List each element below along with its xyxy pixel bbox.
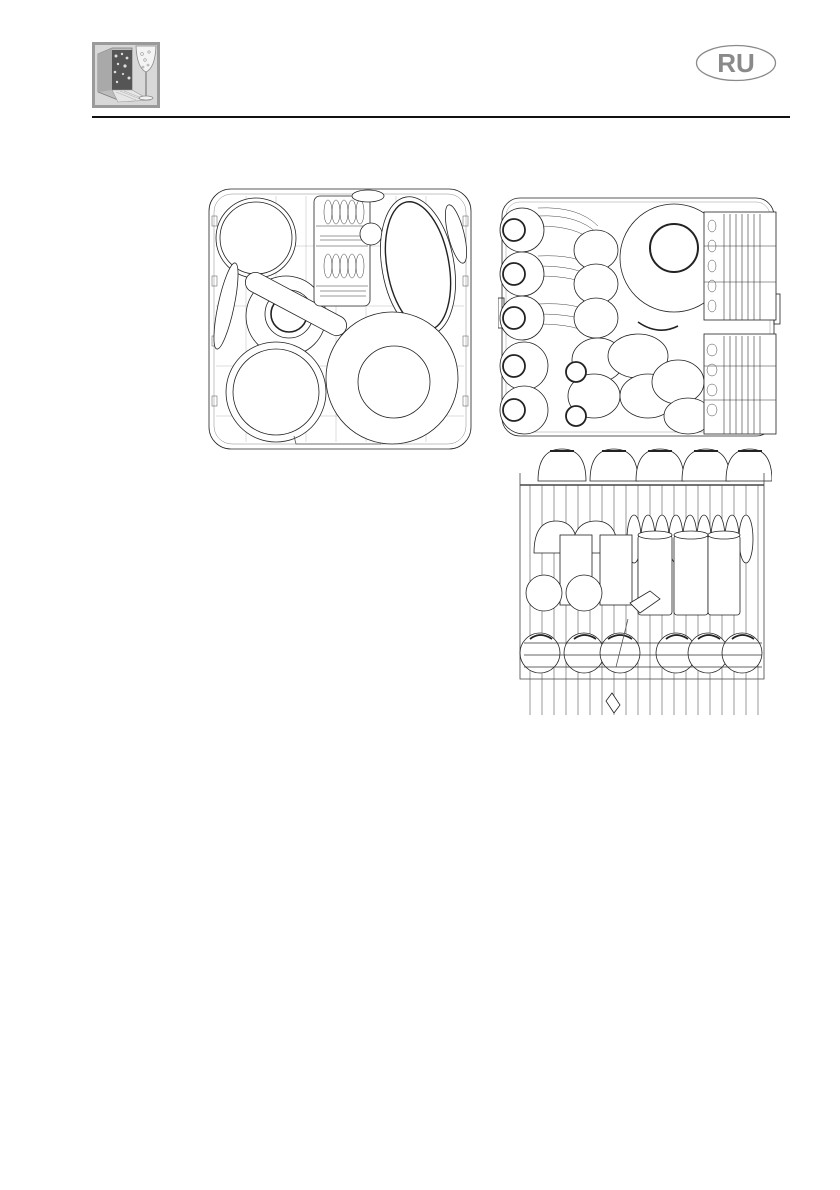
lower-basket-top-view-illustration [206, 186, 474, 452]
upper-basket-top-view-illustration [498, 186, 788, 442]
upper-basket-front-view-illustration [510, 443, 772, 717]
language-badge: RU [717, 47, 755, 78]
dishwasher-with-glass-icon [92, 42, 160, 108]
header-divider [92, 116, 790, 118]
language-badge-outline [695, 44, 777, 82]
